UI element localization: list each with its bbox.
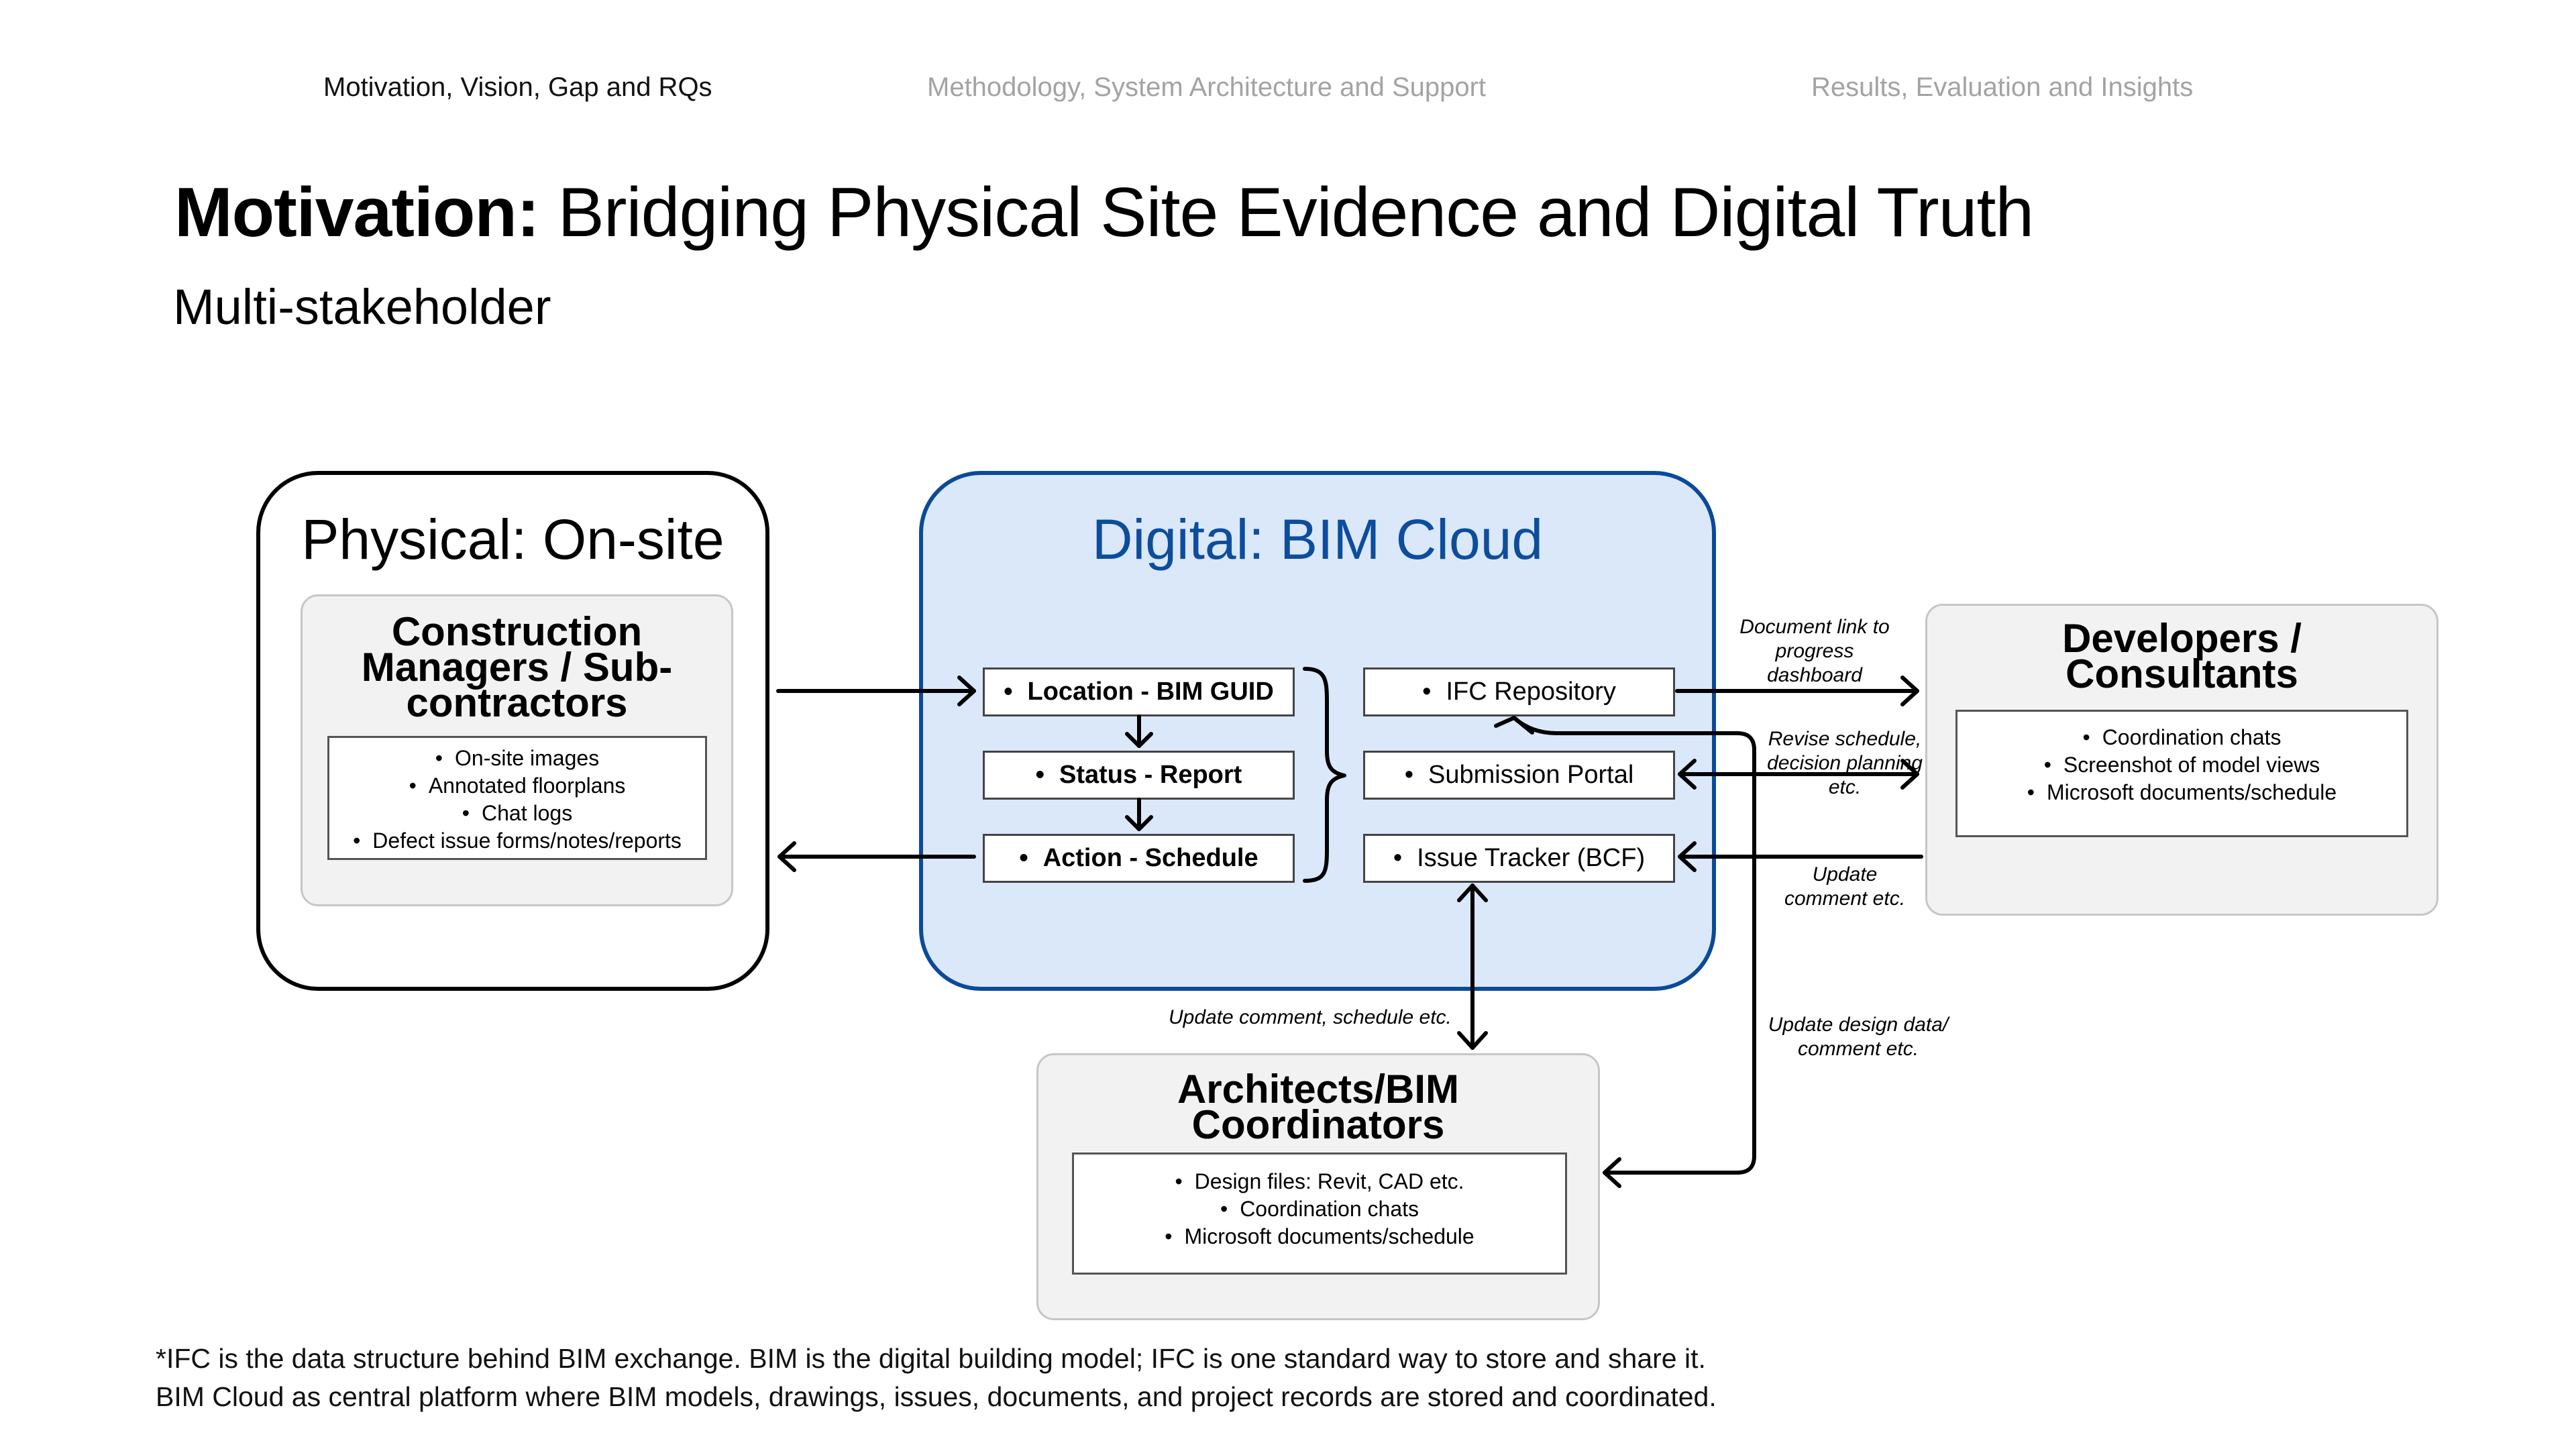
- construction-managers-panel: Construction Managers / Sub-contractors …: [301, 594, 733, 906]
- list-item: Coordination chats: [1074, 1195, 1565, 1223]
- architects-title: Architects/BIM Coordinators: [1177, 1067, 1460, 1147]
- submission-portal-box: •Submission Portal: [1363, 751, 1675, 800]
- list-item: Screenshot of model views: [1957, 751, 2406, 779]
- list-item: Chat logs: [329, 800, 705, 827]
- architects-list: Design files: Revit, CAD etc. Coordinati…: [1072, 1152, 1567, 1275]
- list-item: Design files: Revit, CAD etc.: [1074, 1168, 1565, 1195]
- ifc-repository-box: •IFC Repository: [1363, 667, 1675, 716]
- action-schedule-box: •Action - Schedule: [983, 834, 1295, 883]
- footnote-line-2: BIM Cloud as central platform where BIM …: [156, 1381, 1717, 1412]
- list-item: Microsoft documents/schedule: [1074, 1223, 1565, 1250]
- tab-results[interactable]: Results, Evaluation and Insights: [1811, 72, 2194, 102]
- list-item: Defect issue forms/notes/reports: [329, 827, 705, 855]
- location-bim-guid-box: •Location - BIM GUID: [983, 667, 1295, 716]
- digital-title: Digital: BIM Cloud: [1091, 508, 1544, 571]
- developers-list: Coordination chats Screenshot of model v…: [1955, 710, 2408, 837]
- footnote-line-1: *IFC is the data structure behind BIM ex…: [156, 1343, 1706, 1374]
- tab-motivation[interactable]: Motivation, Vision, Gap and RQs: [323, 72, 712, 102]
- physical-title: Physical: On-site: [301, 508, 724, 571]
- list-item: Coordination chats: [1957, 724, 2406, 751]
- digital-bim-cloud-box: Digital: BIM Cloud: [919, 471, 1716, 991]
- label-update-design: Update design data/ comment etc.: [1768, 1014, 1949, 1060]
- list-item: Microsoft documents/schedule: [1957, 779, 2406, 806]
- developers-title: Developers / Consultants: [2062, 616, 2302, 696]
- label-document-link: Document link to progress dashboard: [1739, 616, 1890, 686]
- construction-managers-list: On-site images Annotated floorplans Chat…: [327, 736, 707, 860]
- page-subtitle: Multi-stakeholder: [173, 279, 551, 335]
- issue-tracker-box: •Issue Tracker (BCF): [1363, 834, 1675, 883]
- list-item: On-site images: [329, 745, 705, 772]
- arrow-architects-to-ifc: [1512, 716, 1756, 1175]
- label-revise-schedule: Revise schedule, decision planning etc.: [1767, 728, 1923, 798]
- page-title-bold: Motivation:: [174, 174, 540, 252]
- architects-panel: Architects/BIM Coordinators Design files…: [1036, 1053, 1600, 1320]
- list-item: Annotated floorplans: [329, 772, 705, 800]
- status-report-box: •Status - Report: [983, 751, 1295, 800]
- curly-brace: [1303, 667, 1346, 883]
- page-title: Motivation: Bridging Physical Site Evide…: [174, 173, 2035, 253]
- label-update-comment-schedule: Update comment, schedule etc.: [1169, 1006, 1452, 1028]
- tab-methodology[interactable]: Methodology, System Architecture and Sup…: [927, 72, 1487, 102]
- page-title-rest: Bridging Physical Site Evidence and Digi…: [557, 174, 2035, 252]
- developers-panel: Developers / Consultants Coordination ch…: [1925, 604, 2438, 916]
- label-update-comment: Update comment etc.: [1784, 863, 1906, 910]
- construction-managers-title: Construction Managers / Sub-contractors: [361, 609, 673, 725]
